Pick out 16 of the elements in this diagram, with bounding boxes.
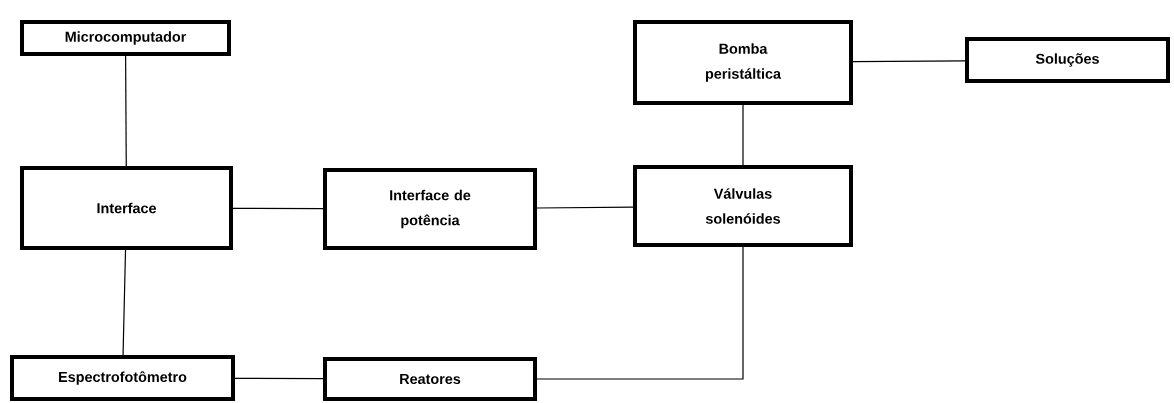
connector-line <box>234 377 324 380</box>
process-box: Válvulas solenóides <box>633 165 853 247</box>
connector-line <box>122 249 127 356</box>
process-box: Espectrofotômetro <box>10 355 235 401</box>
connector-line <box>536 246 744 380</box>
process-box: Soluções <box>965 37 1170 83</box>
connector-line <box>536 206 634 209</box>
process-box: Interface de potência <box>323 168 537 250</box>
connector-line <box>232 207 324 210</box>
process-box: Interface <box>20 166 233 250</box>
process-box: Microcomputador <box>20 20 231 56</box>
connector-line <box>742 104 744 166</box>
process-box: Reatores <box>323 357 537 401</box>
connector-line <box>125 55 127 167</box>
process-box: Bomba peristáltica <box>633 20 853 105</box>
connector-line <box>852 60 966 63</box>
